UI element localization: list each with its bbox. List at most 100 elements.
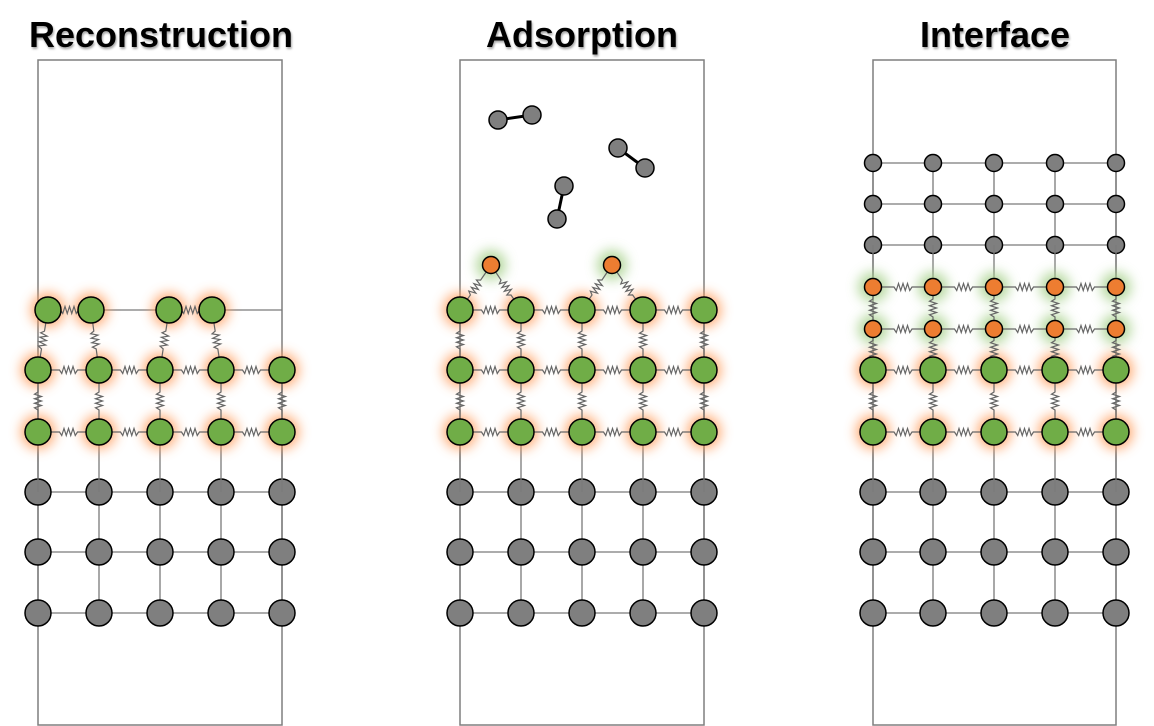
surface-atom (446, 296, 474, 324)
surface-atom (507, 418, 535, 446)
spring (582, 426, 643, 438)
overlayer-atom (863, 153, 883, 173)
surface-atom (446, 418, 474, 446)
spring (927, 370, 939, 432)
spring (160, 426, 221, 438)
spring (459, 264, 492, 311)
adatom (602, 255, 622, 275)
spring (215, 370, 227, 432)
spring (582, 304, 643, 316)
surface-atom (24, 356, 52, 384)
surface-atom (268, 356, 296, 384)
surface-atom (507, 356, 535, 384)
substrate-atom (690, 599, 718, 627)
spring (933, 426, 994, 438)
spring (873, 364, 933, 376)
substrate-atom (1041, 599, 1069, 627)
overlayer-atom (1106, 194, 1126, 214)
surface-atom (268, 418, 296, 446)
overlayer-atom (984, 153, 1004, 173)
spring (1055, 323, 1116, 335)
panel-interface (856, 59, 1133, 726)
spring (48, 304, 91, 316)
gas-molecule-atom (608, 138, 628, 158)
spring (582, 364, 643, 376)
spring (1055, 426, 1116, 438)
spring (460, 364, 521, 376)
interface-atom (1106, 319, 1126, 339)
surface-atom (568, 418, 596, 446)
panel-reconstruction (21, 59, 299, 726)
interface-atom (984, 277, 1004, 297)
interface-atom (984, 319, 1004, 339)
overlayer-atom (863, 194, 883, 214)
surface-atom (207, 356, 235, 384)
spring (169, 304, 212, 316)
substrate-atom (1041, 538, 1069, 566)
surface-atom (207, 418, 235, 446)
substrate-atom (24, 538, 52, 566)
spring (99, 426, 160, 438)
surface-atom (980, 418, 1008, 446)
surface-atom (24, 418, 52, 446)
substrate-atom (146, 538, 174, 566)
interface-atom (1045, 319, 1065, 339)
spring (637, 310, 649, 370)
substrate-atom (980, 538, 1008, 566)
spring (460, 426, 521, 438)
surface-atom (919, 418, 947, 446)
substrate-atom (85, 538, 113, 566)
spring (154, 370, 166, 432)
surface-atom (690, 418, 718, 446)
surface-atom (146, 418, 174, 446)
reconstructed-atom (198, 296, 226, 324)
substrate-atom (690, 538, 718, 566)
spring (521, 426, 582, 438)
spring (221, 364, 282, 376)
spring (38, 426, 99, 438)
surface-atom (629, 418, 657, 446)
spring (643, 304, 704, 316)
surface-atom (1102, 356, 1130, 384)
spring (927, 287, 939, 329)
surface-atom (919, 356, 947, 384)
overlayer-atom (923, 153, 943, 173)
substrate-atom (629, 599, 657, 627)
gas-molecule-atom (547, 209, 567, 229)
spring (988, 370, 1000, 432)
surface-atom (629, 296, 657, 324)
spring (994, 364, 1055, 376)
spring (643, 364, 704, 376)
spring (210, 309, 223, 371)
interface-atom (1045, 277, 1065, 297)
surface-atom (507, 296, 535, 324)
surface-atom (1102, 418, 1130, 446)
spring (576, 370, 588, 432)
surface-atom (1041, 418, 1069, 446)
spring (37, 309, 50, 371)
spring (89, 309, 102, 371)
substrate-atom (85, 599, 113, 627)
spring (576, 310, 588, 370)
spring (873, 426, 933, 438)
spring (1049, 287, 1061, 329)
surface-atom (85, 356, 113, 384)
substrate-atom (446, 599, 474, 627)
substrate-atom (446, 538, 474, 566)
surface-atom (859, 418, 887, 446)
spring (698, 310, 710, 370)
substrate-atom (24, 599, 52, 627)
surface-atom (568, 296, 596, 324)
panel-adsorption (443, 59, 721, 726)
substrate-atom (1102, 538, 1130, 566)
spring (160, 364, 221, 376)
gas-molecule-atom (488, 110, 508, 130)
interface-atom (863, 277, 883, 297)
substrate-atom (629, 538, 657, 566)
title-interface: Interface (919, 14, 1071, 55)
title-adsorption: Adsorption (486, 14, 678, 55)
spring (933, 323, 994, 335)
spring (643, 426, 704, 438)
surface-atom (85, 418, 113, 446)
surface-atom (1041, 356, 1069, 384)
